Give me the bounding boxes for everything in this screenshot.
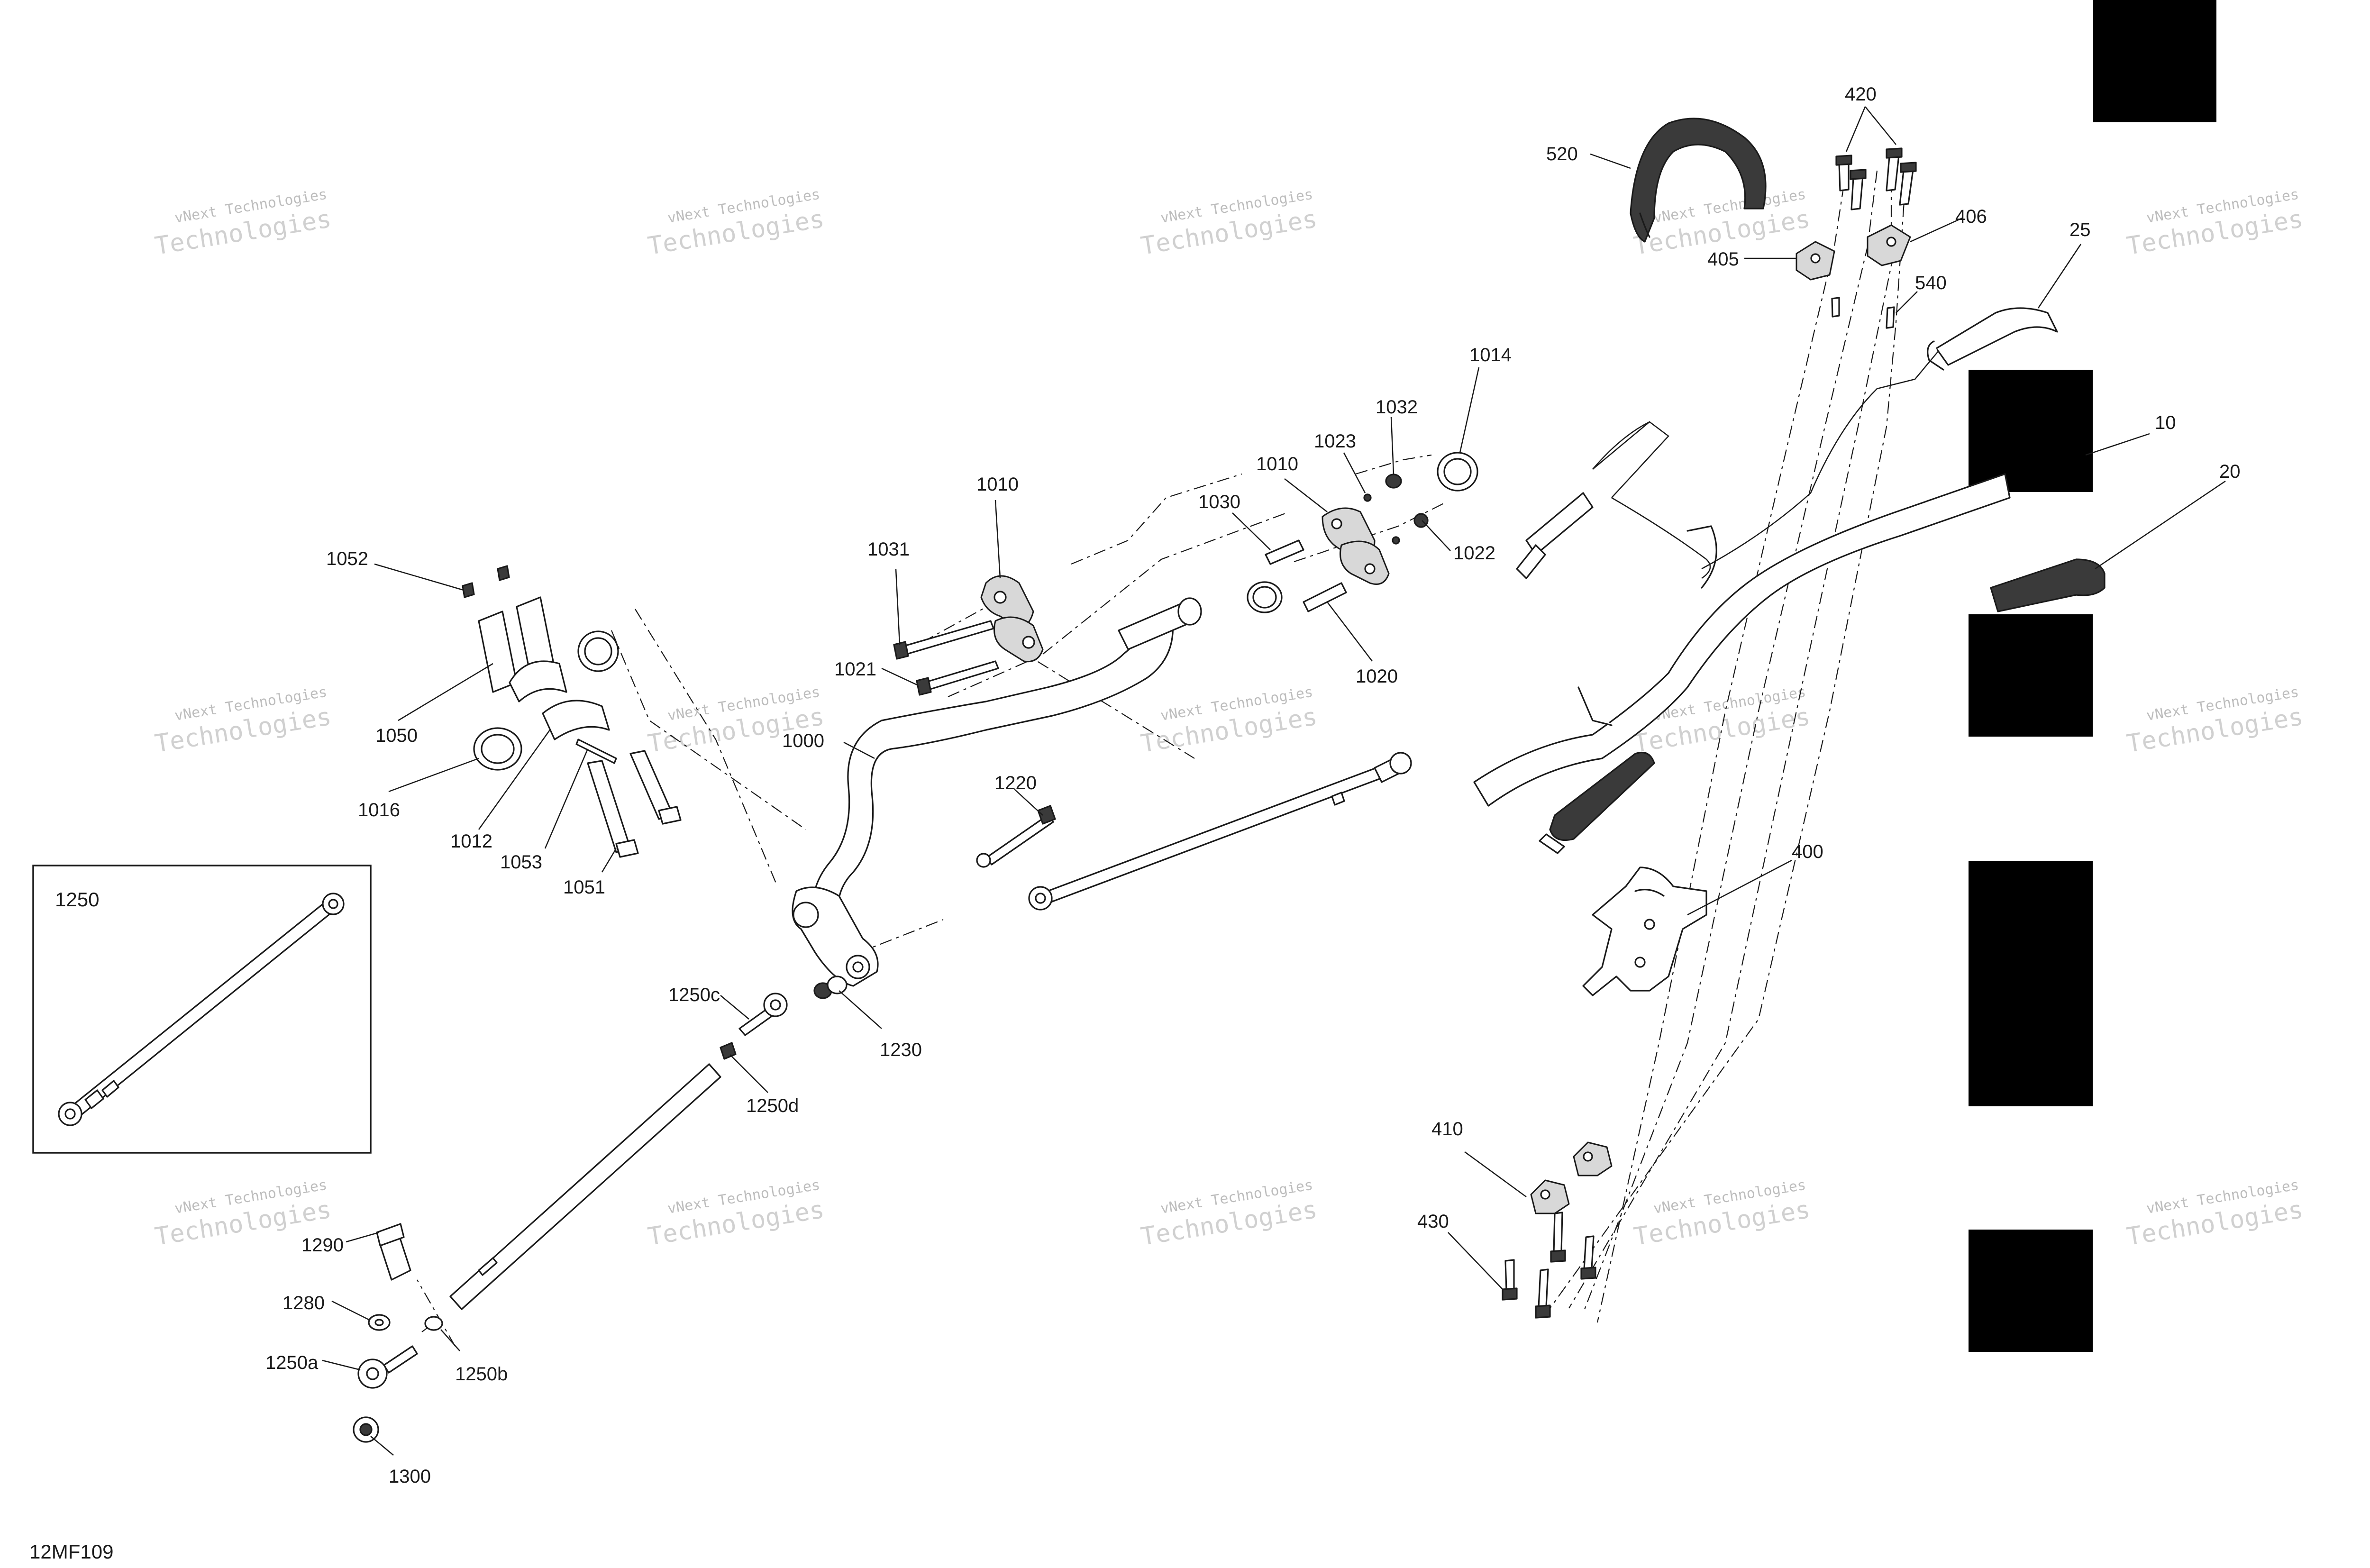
nut-1250d bbox=[720, 1042, 737, 1060]
callout-1280: 1280 bbox=[283, 1293, 325, 1313]
callout-1050: 1050 bbox=[375, 725, 418, 746]
callout-25: 25 bbox=[2069, 219, 2091, 240]
tie-rod-assembled-illustration bbox=[58, 893, 345, 1126]
callout-405: 405 bbox=[1707, 249, 1739, 270]
bolt-540 bbox=[1831, 297, 1840, 318]
bolt-430 bbox=[1504, 1259, 1515, 1291]
callout-1250c: 1250c bbox=[668, 985, 720, 1005]
pin-1030 bbox=[1265, 539, 1304, 565]
washer-1023 bbox=[1363, 493, 1372, 502]
shim-1053 bbox=[575, 738, 617, 764]
ball-joint-1250a bbox=[383, 1345, 418, 1374]
callout-1220: 1220 bbox=[994, 773, 1037, 793]
callout-430: 430 bbox=[1417, 1211, 1449, 1232]
callout-1010: 1010 bbox=[976, 474, 1019, 495]
callout-406: 406 bbox=[1955, 206, 1987, 227]
redaction-block bbox=[1969, 1230, 2093, 1352]
redaction-block bbox=[1969, 370, 2093, 492]
nut-1032 bbox=[1385, 474, 1402, 489]
callout-1014: 1014 bbox=[1469, 345, 1512, 365]
steering-column-1000 bbox=[792, 597, 1202, 987]
callout-1230: 1230 bbox=[880, 1039, 922, 1060]
callout-420: 420 bbox=[1845, 84, 1877, 105]
grip-25 bbox=[1935, 307, 2058, 366]
nut-1052 bbox=[462, 582, 475, 598]
callout-1021: 1021 bbox=[834, 659, 876, 680]
drawing-code: 12MF109 bbox=[29, 1541, 113, 1563]
leader-lines bbox=[322, 106, 2226, 1456]
callout-1010: 1010 bbox=[1256, 454, 1298, 474]
callout-1053: 1053 bbox=[500, 852, 542, 873]
bolt-1021 bbox=[923, 660, 999, 691]
callout-1250b: 1250b bbox=[455, 1364, 508, 1385]
callout-20: 20 bbox=[2219, 461, 2241, 482]
tie-rod-tube bbox=[449, 1063, 721, 1310]
callout-1022: 1022 bbox=[1453, 543, 1495, 564]
callout-400: 400 bbox=[1792, 841, 1823, 862]
grip-left bbox=[1549, 751, 1655, 841]
pin-1020 bbox=[1303, 582, 1347, 612]
clamp-1010-left bbox=[893, 575, 1044, 696]
nut-1230 bbox=[827, 975, 848, 994]
callout-1020: 1020 bbox=[1356, 666, 1398, 687]
redaction-block bbox=[1969, 614, 2093, 737]
handlebar-10 bbox=[1473, 473, 2011, 807]
throttle-assembly bbox=[1516, 350, 1939, 579]
callout-10: 10 bbox=[2155, 412, 2176, 433]
callout-1000: 1000 bbox=[782, 730, 824, 751]
callout-1016: 1016 bbox=[358, 800, 400, 820]
clamp-1012 bbox=[542, 700, 610, 740]
tie-rod-center bbox=[976, 752, 1412, 911]
callout-1032: 1032 bbox=[1376, 397, 1418, 418]
grip-20 bbox=[1990, 558, 2106, 612]
redaction-blocks bbox=[1969, 0, 2216, 1352]
riser-400 bbox=[1582, 866, 1707, 996]
clamp-1010-right bbox=[1247, 452, 1478, 613]
callout-1290: 1290 bbox=[301, 1235, 344, 1256]
callout-540: 540 bbox=[1915, 273, 1947, 293]
callout-1023: 1023 bbox=[1314, 431, 1356, 452]
riser-clamps-upper bbox=[1796, 147, 1917, 329]
column-clamp-group bbox=[462, 565, 682, 858]
callout-1052: 1052 bbox=[326, 548, 368, 569]
callout-1300: 1300 bbox=[389, 1466, 431, 1487]
nut-1052 bbox=[497, 565, 510, 581]
inset-title: 1250 bbox=[55, 888, 99, 911]
callout-1250a: 1250a bbox=[265, 1352, 319, 1373]
callout-1250d: 1250d bbox=[746, 1095, 799, 1116]
callout-labels: 520 420 406 405 540 25 10 20 1014 1032 1… bbox=[265, 84, 2241, 1487]
callout-1031: 1031 bbox=[867, 539, 910, 560]
redaction-block bbox=[1969, 861, 2093, 1106]
clamp-half-upper bbox=[509, 660, 567, 702]
clamp-410 bbox=[1530, 1179, 1570, 1214]
callout-1030: 1030 bbox=[1198, 492, 1240, 512]
redaction-block bbox=[2093, 0, 2216, 122]
riser-clamps-lower bbox=[1502, 1141, 1613, 1319]
inset-frame bbox=[32, 865, 372, 1154]
callout-520: 520 bbox=[1546, 144, 1578, 164]
callout-1051: 1051 bbox=[563, 877, 605, 898]
bolt-420 bbox=[1838, 161, 1850, 191]
grips bbox=[1539, 307, 2106, 854]
hand-guard-520 bbox=[1630, 118, 1767, 243]
inset-panel-1250: 1250 bbox=[32, 865, 372, 1154]
callout-1012: 1012 bbox=[450, 831, 492, 852]
callout-410: 410 bbox=[1431, 1119, 1463, 1140]
bolt-1051 bbox=[587, 760, 631, 853]
nut-1250b bbox=[424, 1316, 443, 1331]
lower-tie-rod-group bbox=[353, 975, 848, 1443]
bolt-1031 bbox=[900, 620, 994, 656]
